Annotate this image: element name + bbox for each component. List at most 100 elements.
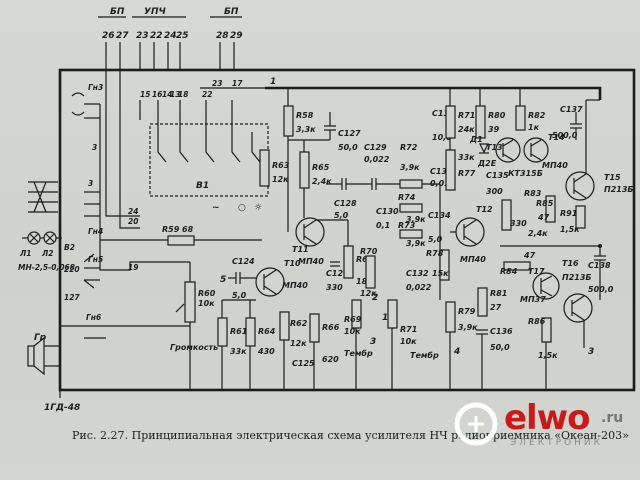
- transistor-t13: Т13 КТ315Б: [486, 137, 543, 178]
- t10-bias-network: R61 33к R64 430 R62 12к R66 620 C125: [217, 299, 340, 390]
- resistor-r81-group: R82 1к: [515, 88, 546, 132]
- svg-text:68: 68: [182, 225, 194, 234]
- svg-text:39: 39: [488, 125, 500, 134]
- mains-switch: В2 220 127: [64, 243, 95, 302]
- svg-text:1,5к: 1,5к: [560, 225, 580, 234]
- svg-text:R80: R80: [488, 111, 506, 120]
- svg-text:0,022: 0,022: [364, 155, 390, 164]
- resistor-r62: [279, 311, 290, 341]
- svg-text:3,3к: 3,3к: [296, 125, 316, 134]
- svg-text:2,4к: 2,4к: [312, 177, 332, 186]
- svg-text:R67: R67: [356, 255, 374, 264]
- jack-gn4-top: 3: [88, 179, 93, 188]
- svg-text:R84: R84: [500, 267, 518, 276]
- capacitor-c132: C132: [406, 269, 429, 278]
- rail-node-1: 1: [270, 77, 276, 87]
- svg-text:МП37: МП37: [520, 295, 546, 304]
- jack-gn4: Гн4: [88, 227, 103, 236]
- volume-wiper: [175, 303, 185, 313]
- svg-text:12к: 12к: [360, 289, 377, 298]
- node-3: 3: [370, 337, 376, 347]
- svg-text:5,0: 5,0: [232, 291, 247, 300]
- capacitor-c130: C130: [376, 207, 399, 216]
- mains-220: 220: [64, 265, 80, 274]
- svg-text:13: 13: [170, 90, 180, 99]
- svg-text:0,016: 0,016: [430, 179, 456, 188]
- svg-text:330: 330: [510, 219, 527, 228]
- switch-b2-label: В2: [64, 243, 75, 252]
- capacitor-c131: C131: [430, 167, 453, 176]
- resistor-r85-group: R86 1,5к 3: [528, 317, 594, 390]
- svg-text:20: 20: [128, 217, 138, 226]
- svg-text:R70: R70: [360, 247, 378, 256]
- svg-text:27: 27: [490, 303, 502, 312]
- capacitor-c135: C135: [486, 171, 509, 180]
- svg-text:10к: 10к: [344, 327, 361, 336]
- bus-wires: [60, 70, 634, 391]
- mains-127: 127: [64, 293, 80, 302]
- capacitor-c133: C133: [432, 109, 455, 118]
- svg-text:300: 300: [486, 187, 503, 196]
- volume-label: Громкость: [170, 343, 218, 352]
- logo-domain: .ru: [601, 410, 624, 426]
- transistor-t11: Т11 МП40: [292, 217, 325, 266]
- node-5: 5: [220, 275, 226, 285]
- svg-text:R66: R66: [322, 323, 340, 332]
- connector-bp-right: БП: [224, 7, 239, 17]
- capacitor-c127: C127: [338, 129, 361, 138]
- svg-text:3,9к: 3,9к: [406, 215, 426, 224]
- svg-text:0,022: 0,022: [406, 283, 432, 292]
- resistor-r78: [445, 301, 456, 333]
- resistor-r86: [575, 205, 586, 229]
- svg-text:23: 23: [212, 79, 222, 88]
- svg-text:R74: R74: [398, 193, 416, 202]
- resistor-r84: [545, 195, 556, 223]
- svg-text:R60: R60: [198, 289, 216, 298]
- resistor-r66: [309, 313, 320, 343]
- svg-text:R69: R69: [344, 315, 362, 324]
- svg-text:1,5к: 1,5к: [538, 351, 558, 360]
- svg-text:R72: R72: [400, 143, 418, 152]
- svg-text:17: 17: [232, 79, 243, 88]
- svg-text:5,0: 5,0: [428, 235, 443, 244]
- resistor-r79: [475, 105, 486, 139]
- node-2: 2: [372, 293, 378, 303]
- svg-text:МП40: МП40: [542, 161, 568, 170]
- svg-text:50,0: 50,0: [490, 343, 510, 352]
- pin-23: 23: [136, 31, 149, 41]
- node-1: 1: [382, 313, 388, 323]
- transistor-t14: Т14 МП40: [523, 133, 568, 170]
- svg-text:R71: R71: [458, 111, 475, 120]
- resistor-r91: [501, 199, 512, 231]
- svg-text:R81: R81: [490, 289, 507, 298]
- svg-text:Т12: Т12: [476, 205, 493, 214]
- capacitor-c128: C128: [334, 199, 357, 208]
- capacitor-c124: C124: [232, 257, 255, 266]
- resistor-r81: [515, 105, 526, 131]
- speaker-model: 1ГД-48: [44, 403, 80, 413]
- svg-text:R63: R63: [272, 161, 290, 170]
- svg-text:R82: R82: [528, 111, 546, 120]
- svg-text:33к: 33к: [458, 153, 475, 162]
- svg-text:47: 47: [537, 213, 550, 222]
- svg-text:П213Б: П213Б: [562, 273, 592, 282]
- resistor-r72: [399, 179, 423, 189]
- radio-icon: ☼: [254, 203, 262, 213]
- speaker-ref: Гр: [34, 333, 47, 343]
- diode-d1: Д1 Д2Е: [469, 135, 497, 168]
- resistor-r75: [445, 105, 456, 139]
- svg-text:16: 16: [152, 90, 162, 99]
- capacitor-c127-group: C127 50,0: [324, 112, 361, 152]
- svg-text:Т17: Т17: [528, 267, 545, 276]
- svg-text:24к: 24к: [458, 125, 475, 134]
- resistor-r59: [167, 235, 195, 246]
- svg-text:15: 15: [140, 90, 150, 99]
- svg-text:22: 22: [202, 90, 212, 99]
- svg-text:Т10: Т10: [284, 259, 301, 268]
- volume-control: R60 10к Громкость: [170, 262, 218, 390]
- jack-gn5: Гн5: [88, 255, 103, 264]
- t11-collector-network: C126 330 R67 18к: [316, 219, 374, 292]
- dial-lamps: Л1 Л2 МН-2,5-0,068: [18, 181, 75, 272]
